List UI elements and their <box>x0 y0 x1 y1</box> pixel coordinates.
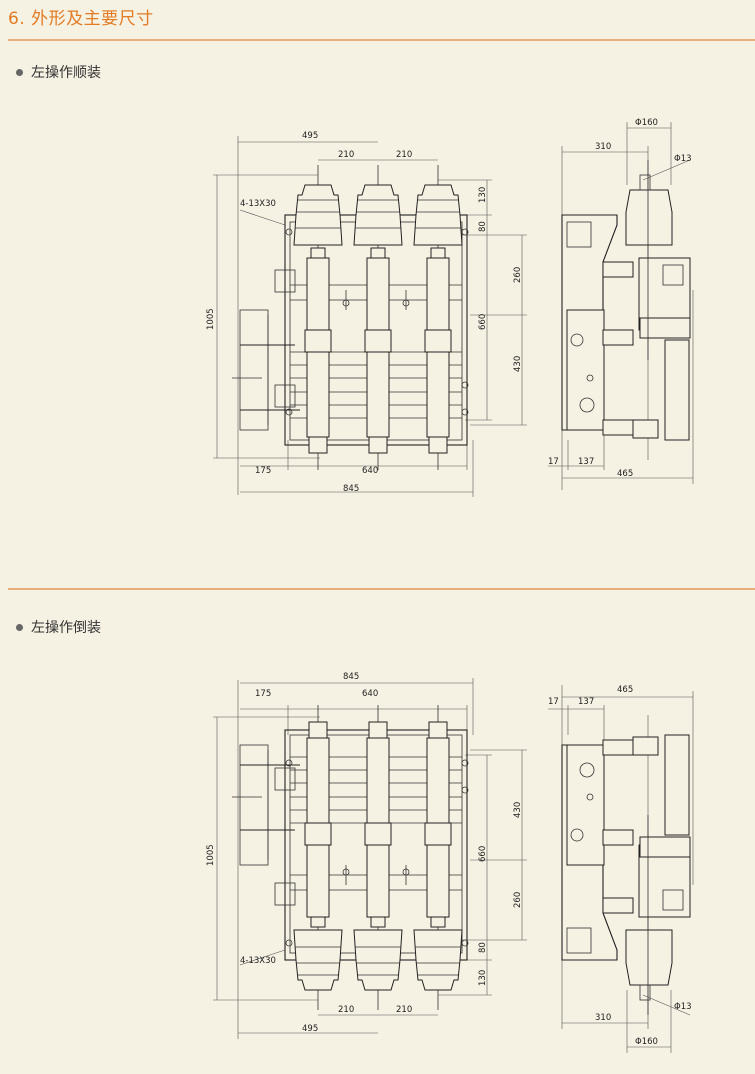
dim-130: 130 <box>478 970 488 986</box>
side-view-drawing-inverted <box>547 684 694 1054</box>
bullet-icon <box>16 623 23 631</box>
dim-phi160: Φ160 <box>635 118 658 128</box>
dimension-labels-1: 495 210 210 4-13X30 1005 130 80 660 260 … <box>206 118 692 494</box>
dim-137: 137 <box>578 697 594 707</box>
dim-660: 660 <box>478 314 488 330</box>
section-heading-2: 左操作倒装 <box>16 617 101 637</box>
dim-430: 430 <box>513 356 523 372</box>
dim-phi13: Φ13 <box>674 154 692 164</box>
hole-spec: 4-13X30 <box>240 956 276 966</box>
dim-17: 17 <box>548 697 559 707</box>
side-view-drawing <box>547 121 694 491</box>
dim-1005: 1005 <box>206 844 216 866</box>
dim-845: 845 <box>343 672 359 682</box>
dim-465: 465 <box>617 685 633 695</box>
section-heading-1: 左操作顺装 <box>16 62 101 82</box>
dim-465: 465 <box>617 469 633 479</box>
section-heading-text: 左操作顺装 <box>31 65 101 81</box>
dim-80: 80 <box>478 942 488 953</box>
section-heading-text: 左操作倒装 <box>31 620 101 636</box>
divider <box>8 39 755 41</box>
divider <box>8 588 755 590</box>
dim-260: 260 <box>513 892 523 908</box>
dim-175: 175 <box>255 689 271 699</box>
dim-210: 210 <box>396 150 412 160</box>
dim-845: 845 <box>343 484 359 494</box>
dim-495: 495 <box>302 131 318 141</box>
dim-640: 640 <box>362 466 378 476</box>
dim-phi13: Φ13 <box>674 1002 692 1012</box>
dim-430: 430 <box>513 802 523 818</box>
dim-80: 80 <box>478 221 488 232</box>
dim-phi160: Φ160 <box>635 1037 658 1047</box>
hole-spec: 4-13X30 <box>240 199 276 209</box>
dim-17: 17 <box>548 457 559 467</box>
dim-495: 495 <box>302 1024 318 1034</box>
dim-210: 210 <box>396 1005 412 1015</box>
dim-210: 210 <box>338 150 354 160</box>
dim-310: 310 <box>595 142 611 152</box>
page-title: 6. 外形及主要尺寸 <box>8 9 154 29</box>
dim-260: 260 <box>513 267 523 283</box>
dim-137: 137 <box>578 457 594 467</box>
dimension-labels-2: 495 210 210 4-13X30 1005 130 80 660 260 … <box>206 672 692 1047</box>
dim-175: 175 <box>255 466 271 476</box>
dim-640: 640 <box>362 689 378 699</box>
dim-210: 210 <box>338 1005 354 1015</box>
dim-660: 660 <box>478 846 488 862</box>
dim-1005: 1005 <box>206 308 216 330</box>
dim-310: 310 <box>595 1013 611 1023</box>
bullet-icon <box>16 68 23 76</box>
dim-130: 130 <box>478 187 488 203</box>
